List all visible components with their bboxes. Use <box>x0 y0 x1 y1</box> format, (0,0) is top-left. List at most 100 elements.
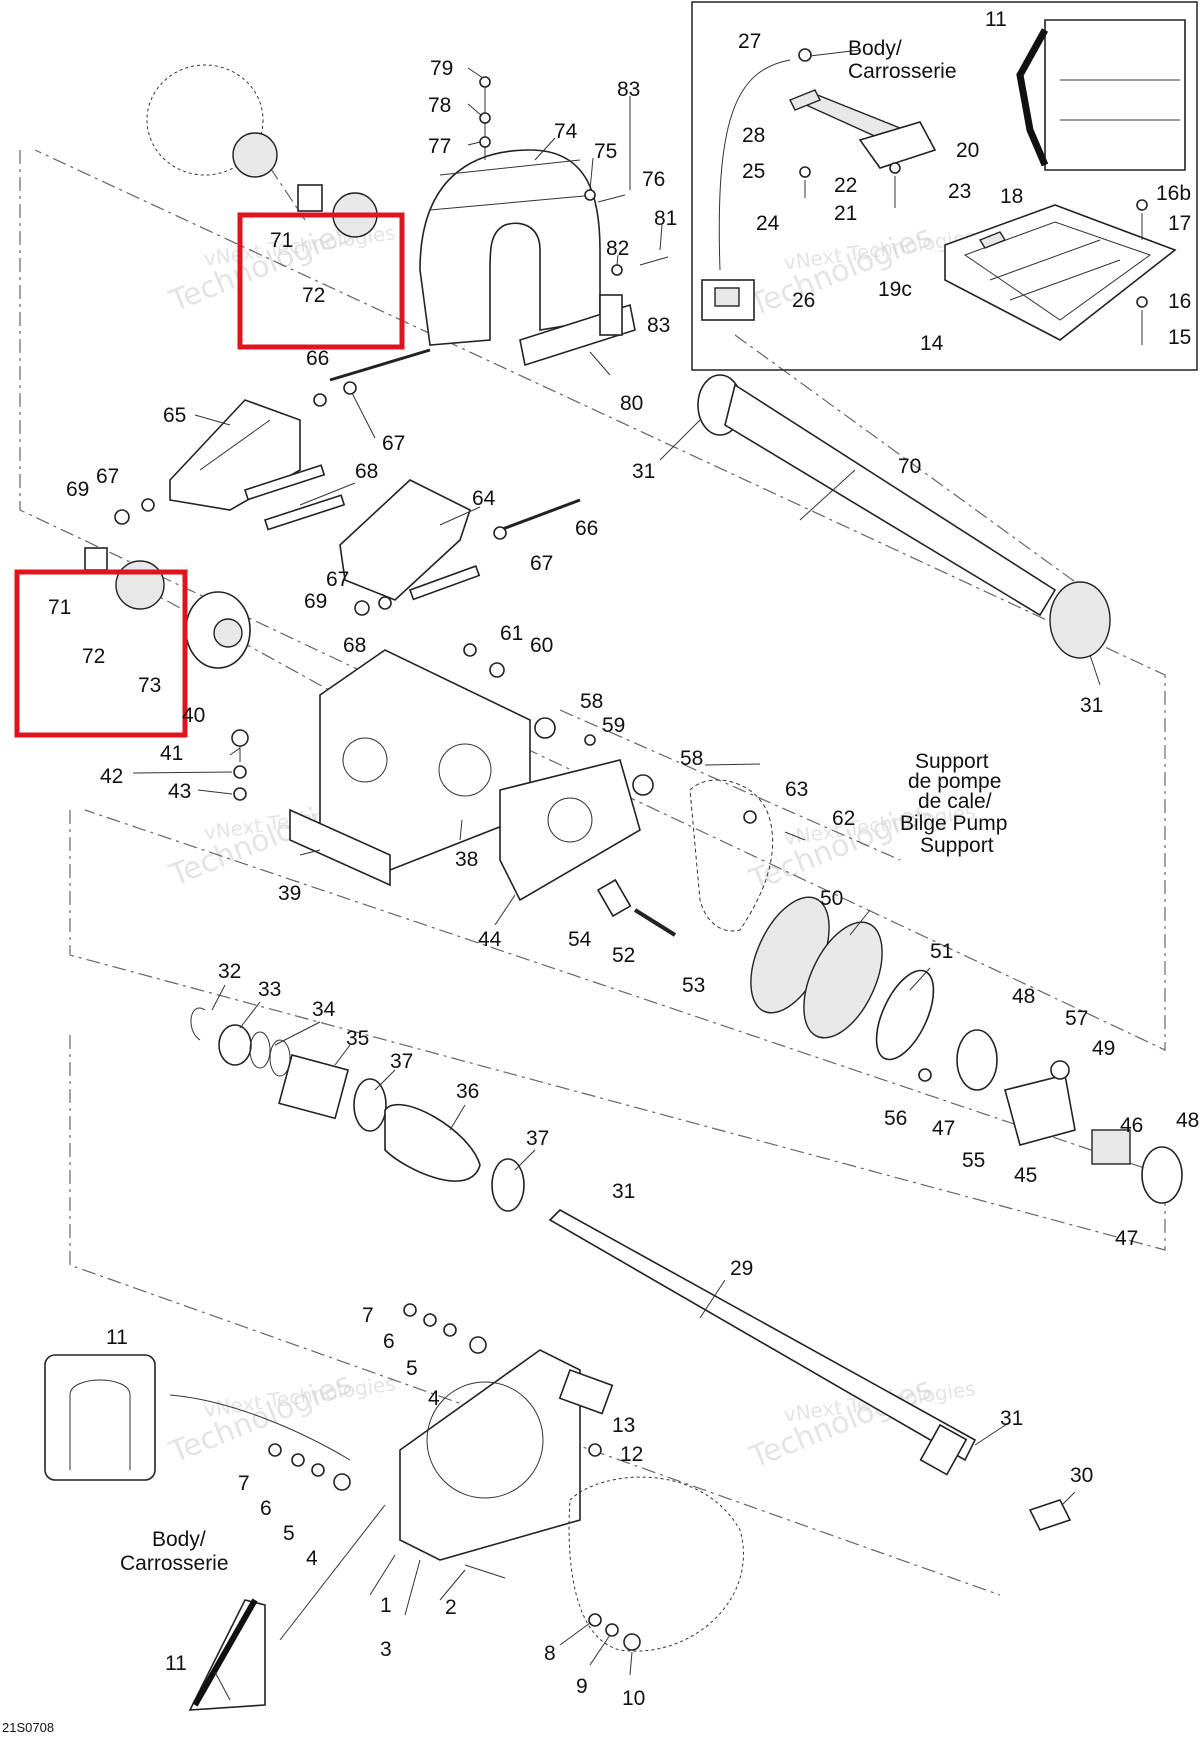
part-label: 48 <box>1176 1109 1199 1132</box>
leader <box>467 141 481 146</box>
callouts: Body/ Carrosserie Support de pompe de ca… <box>120 37 1007 1575</box>
part-34-a <box>249 1031 271 1069</box>
inset-box <box>691 1 1198 371</box>
leader <box>374 1069 396 1091</box>
part-label: 9 <box>576 1675 588 1698</box>
bearing-assembly <box>750 896 1183 1204</box>
part-2 <box>464 1564 506 1579</box>
part-47-b <box>1141 1146 1183 1204</box>
callout-support: Support <box>920 834 994 857</box>
part-29 <box>548 1209 977 1462</box>
part-label: 75 <box>594 140 617 163</box>
main-shaft-29 <box>548 1209 1072 1531</box>
part-label: 68 <box>343 634 366 657</box>
part-68-top-2 <box>263 494 346 531</box>
part-52 <box>633 908 677 937</box>
part-label: 30 <box>1070 1464 1093 1487</box>
part-12 <box>588 1443 602 1457</box>
part-label: 15 <box>1168 326 1191 349</box>
part-7-top <box>403 1303 417 1317</box>
pump-plate-assembly <box>231 643 806 937</box>
part-label: 11 <box>985 8 1007 31</box>
body-link-curve-bottom <box>169 1394 351 1461</box>
part-label: 6 <box>260 1497 272 1520</box>
part-label: 1 <box>380 1594 392 1617</box>
leader <box>211 984 226 1011</box>
callout-body-bottom: Body/ <box>152 1528 206 1551</box>
part-1-boss <box>558 1368 614 1415</box>
part-label: 31 <box>612 1180 635 1203</box>
part-58-left <box>534 717 556 739</box>
part-25 <box>799 166 811 178</box>
part-label: 36 <box>456 1080 479 1103</box>
part-label: 38 <box>455 848 478 871</box>
leader <box>589 351 611 376</box>
part-34-b <box>269 1039 291 1077</box>
part-36 <box>384 1103 481 1182</box>
part-78 <box>479 112 491 124</box>
part-66-mid <box>499 498 581 532</box>
part-label: 81 <box>654 207 677 230</box>
drive-shaft-70 <box>697 374 1111 659</box>
part-76 <box>597 194 626 203</box>
part-51 <box>875 969 935 1061</box>
part-label: 71 <box>48 596 71 619</box>
part-label: 8 <box>544 1642 556 1665</box>
part-77 <box>479 136 491 148</box>
part-26-clip <box>714 287 740 307</box>
part-62 <box>784 831 806 841</box>
part-label: 40 <box>182 704 205 727</box>
part-54 <box>596 878 632 918</box>
part-label: 58 <box>680 747 703 770</box>
leader <box>494 894 516 926</box>
leader <box>449 1104 466 1131</box>
part-label: 52 <box>612 944 635 967</box>
part-11-bracket <box>1016 28 1049 167</box>
leader <box>659 224 663 251</box>
part-1-bore <box>426 1381 544 1499</box>
part-label: 44 <box>478 928 502 951</box>
callout-support: de pompe <box>908 770 1001 793</box>
inset-border <box>691 1 1198 371</box>
watermark-text: Technologies <box>164 215 357 320</box>
callout-body-bottom: Carrosserie <box>120 1552 229 1575</box>
leader <box>467 103 483 117</box>
part-label: 25 <box>742 160 765 183</box>
part-label: 37 <box>526 1127 549 1150</box>
callout-support: Support <box>915 750 989 773</box>
part-label: 7 <box>238 1472 250 1495</box>
part-label: 53 <box>682 974 705 997</box>
part-label: 4 <box>428 1387 440 1410</box>
leader <box>369 1554 396 1596</box>
leader <box>799 469 856 521</box>
part-67-c <box>493 526 507 540</box>
part-5-bottom <box>311 1463 325 1477</box>
part-label: 7 <box>362 1304 374 1327</box>
part-7-bottom <box>268 1443 282 1457</box>
part-label: 49 <box>1092 1037 1115 1060</box>
leader <box>1061 1491 1076 1506</box>
part-label: 77 <box>428 135 451 158</box>
part-label: 64 <box>472 487 496 510</box>
part-label: 24 <box>756 212 780 235</box>
part-81 <box>639 256 669 266</box>
part-label: 17 <box>1168 212 1191 235</box>
part-71-left <box>84 547 108 571</box>
part-46 <box>1091 1129 1131 1165</box>
axis-line <box>119 574 421 741</box>
support-bracket-assembly <box>84 381 581 669</box>
part-70 <box>724 383 1057 617</box>
part-label: 67 <box>96 465 119 488</box>
part-label: 2 <box>445 1596 457 1619</box>
part-label: 31 <box>632 460 655 483</box>
bilge-pump-support <box>689 779 774 932</box>
part-11-panel <box>1044 19 1186 171</box>
part-label: 76 <box>642 168 665 191</box>
part-27 <box>798 48 812 62</box>
callout-body-top: Body/ <box>848 37 902 60</box>
part-16b <box>1136 199 1148 211</box>
part-68-mid <box>408 565 481 601</box>
part-71-top <box>297 184 323 212</box>
part-label: 16 <box>1168 290 1191 313</box>
part-label: 67 <box>326 568 349 591</box>
